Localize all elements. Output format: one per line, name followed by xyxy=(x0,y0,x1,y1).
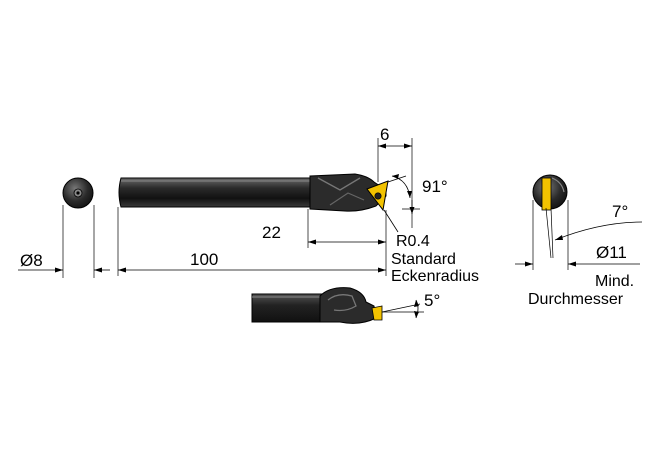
diameter-8-dimension: Ø8 xyxy=(18,205,110,278)
note-mind: Mind. xyxy=(595,273,634,290)
min-bore-dimension: Ø11 Mind. Durchmesser xyxy=(515,200,640,308)
approach-angle-dimension: 91° xyxy=(387,174,448,199)
note-standard: Standard xyxy=(391,251,456,268)
dim-label-insert-offset: 6 xyxy=(380,125,389,144)
end-view-shank xyxy=(62,177,94,209)
dim-label-min-bore-diameter: Ø11 xyxy=(596,243,627,262)
front-view-head xyxy=(532,174,568,211)
corner-radius-callout: R0.4 Standard Eckenradius xyxy=(383,200,479,285)
head-length-dimension: 22 xyxy=(262,209,386,248)
dim-label-overall-length: 100 xyxy=(190,250,218,269)
dim-label-head-length: 22 xyxy=(262,223,281,242)
overall-length-dimension: 100 xyxy=(117,207,387,276)
dim-label-approach-angle: 91° xyxy=(422,177,448,196)
clearance-view xyxy=(251,287,424,324)
cutting-insert-front xyxy=(541,177,552,211)
dim-label-bore-diameter: Ø8 xyxy=(20,251,43,270)
note-eckenradius: Eckenradius xyxy=(391,268,479,285)
dim-label-rake-angle: 7° xyxy=(612,202,628,221)
dim-label-corner-radius: R0.4 xyxy=(396,233,430,250)
rake-angle-dimension: 7° xyxy=(545,202,643,259)
cutting-insert xyxy=(366,180,389,212)
cutting-insert-side xyxy=(371,305,383,321)
note-durchmesser: Durchmesser xyxy=(528,291,624,308)
clearance-angle-dimension: 5° xyxy=(414,291,440,319)
dim-label-clearance-angle: 5° xyxy=(424,291,440,310)
boring-bar-side-view xyxy=(118,173,389,212)
